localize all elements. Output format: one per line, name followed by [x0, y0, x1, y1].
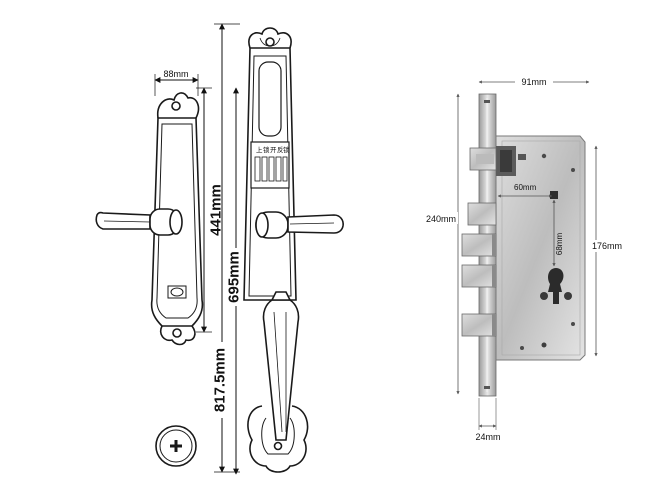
mortise-case	[495, 135, 586, 361]
panel-char: 反	[277, 145, 284, 154]
mortise-bolts	[461, 147, 497, 337]
outside-handle-plate	[243, 27, 297, 301]
dimension-240mm: 240mm	[424, 93, 460, 395]
dimension-68mm: 68mm	[552, 199, 564, 267]
dimension-176mm: 176mm	[590, 145, 630, 357]
panel-char: 开	[270, 146, 277, 154]
dim-68mm-label: 68mm	[555, 233, 564, 256]
dimension-441mm: 441mm	[196, 87, 224, 333]
outside-lever-handle	[255, 211, 344, 239]
keypad-buttons	[254, 156, 288, 182]
dim-817mm-label: 817.5mm	[211, 348, 228, 412]
panel-char: 上	[256, 145, 263, 154]
dimension-817mm: 817.5mm	[211, 23, 240, 473]
outside-bottom-ornament	[247, 405, 309, 473]
panel-char: 锁	[283, 145, 290, 154]
dimension-695mm: 695mm	[225, 87, 247, 475]
dim-60mm-label: 60mm	[514, 183, 537, 192]
dim-88mm-label: 88mm	[163, 69, 188, 79]
dimension-91mm: 91mm	[478, 76, 590, 87]
dim-176mm-label: 176mm	[592, 241, 622, 251]
dim-24mm-label: 24mm	[475, 432, 500, 442]
keypad-panel-text: 上 锁 开 反 锁	[256, 145, 290, 154]
dim-695mm-label: 695mm	[225, 251, 242, 303]
inside-lever-handle	[95, 208, 183, 236]
panel-char: 锁	[263, 145, 270, 154]
outside-grip-handle	[262, 291, 300, 441]
dim-91mm-label: 91mm	[521, 77, 546, 87]
dimension-88mm: 88mm	[154, 69, 199, 96]
dimension-24mm: 24mm	[475, 398, 501, 442]
dimension-60mm: 60mm	[497, 183, 553, 198]
cylinder-cover	[155, 425, 197, 467]
dim-240mm-label: 240mm	[426, 214, 456, 224]
